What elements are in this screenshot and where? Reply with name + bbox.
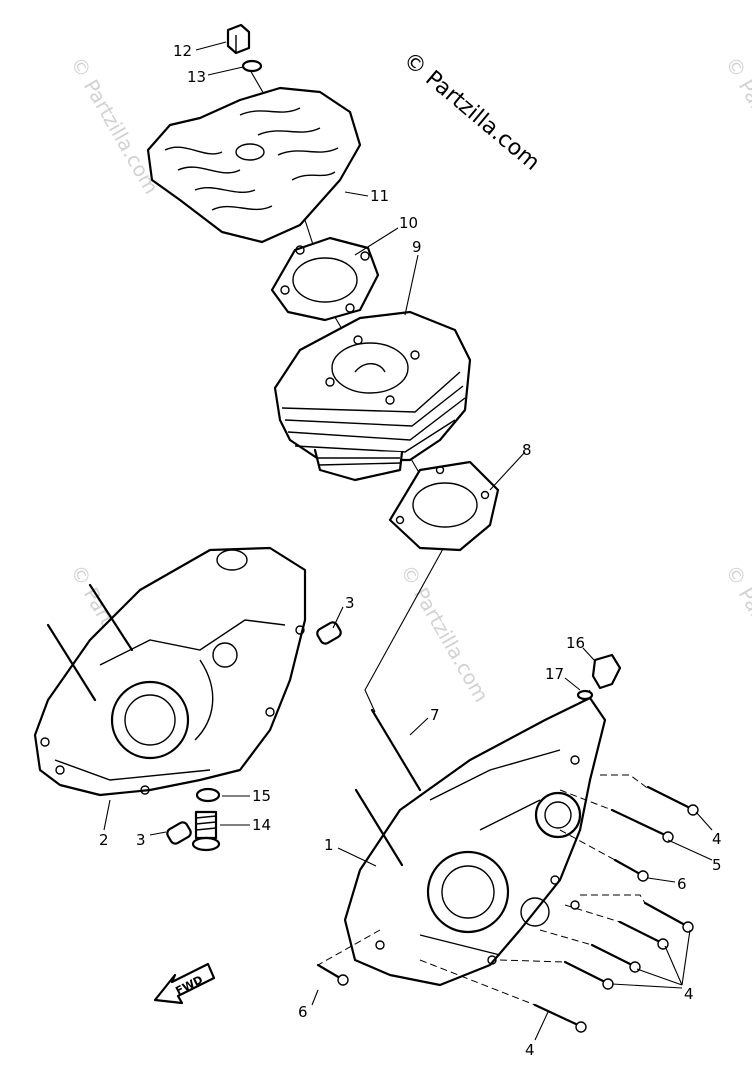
part-stud-7 [370,708,422,792]
part-washer-17 [576,689,594,701]
part-head-gasket-10 [270,236,380,322]
callout-4a: 4 [712,830,722,848]
part-drain-plug-14 [191,810,221,852]
part-base-gasket-8 [388,460,500,552]
dashed-guide-lines [317,774,651,1006]
part-nut-12 [226,23,251,55]
part-cylinder-head-11 [146,86,362,244]
screw-group [316,785,699,1033]
watermark-faint: © Partzilla.com [66,53,164,199]
callout-10: 10 [399,214,418,232]
part-washer-13 [241,59,263,73]
callout-6a: 6 [677,875,687,893]
watermark-main: © Partzilla.com [398,47,544,175]
callout-12: 12 [173,42,192,60]
part-washer-15 [195,787,221,803]
callout-8: 8 [522,441,532,459]
callout-5: 5 [712,856,722,874]
watermark-faint: © Partzilla.com [396,561,494,707]
callout-3a: 3 [345,594,355,612]
callout-2: 2 [99,831,109,849]
part-right-crankcase-1 [343,696,607,987]
callout-7: 7 [430,706,440,724]
part-bolt-16 [591,653,622,690]
callout-4c: 4 [525,1041,535,1059]
callout-6b: 6 [298,1003,308,1021]
callout-14: 14 [252,816,271,834]
callout-1: 1 [324,836,334,854]
watermark-faint: © Partzilla.com [721,561,752,707]
part-dowel-pin-3b [166,821,192,845]
callout-3b: 3 [136,831,146,849]
callout-11: 11 [370,187,389,205]
part-left-crankcase-2 [33,546,307,797]
callout-15: 15 [252,787,271,805]
callout-13: 13 [187,68,206,86]
leader-lines [103,41,713,1041]
callout-17: 17 [545,665,564,683]
callout-16: 16 [566,634,585,652]
part-dowel-pin-3a [316,621,342,645]
callout-labels: 12 13 11 10 9 8 3 16 17 7 15 14 2 3 1 4 … [99,42,722,1059]
callout-4b: 4 [684,985,694,1003]
fwd-direction-marker: FWD [153,962,216,1005]
callout-9: 9 [412,238,422,256]
watermark-faint: © Partzilla.com [721,53,752,199]
part-cylinder-9 [273,310,472,482]
